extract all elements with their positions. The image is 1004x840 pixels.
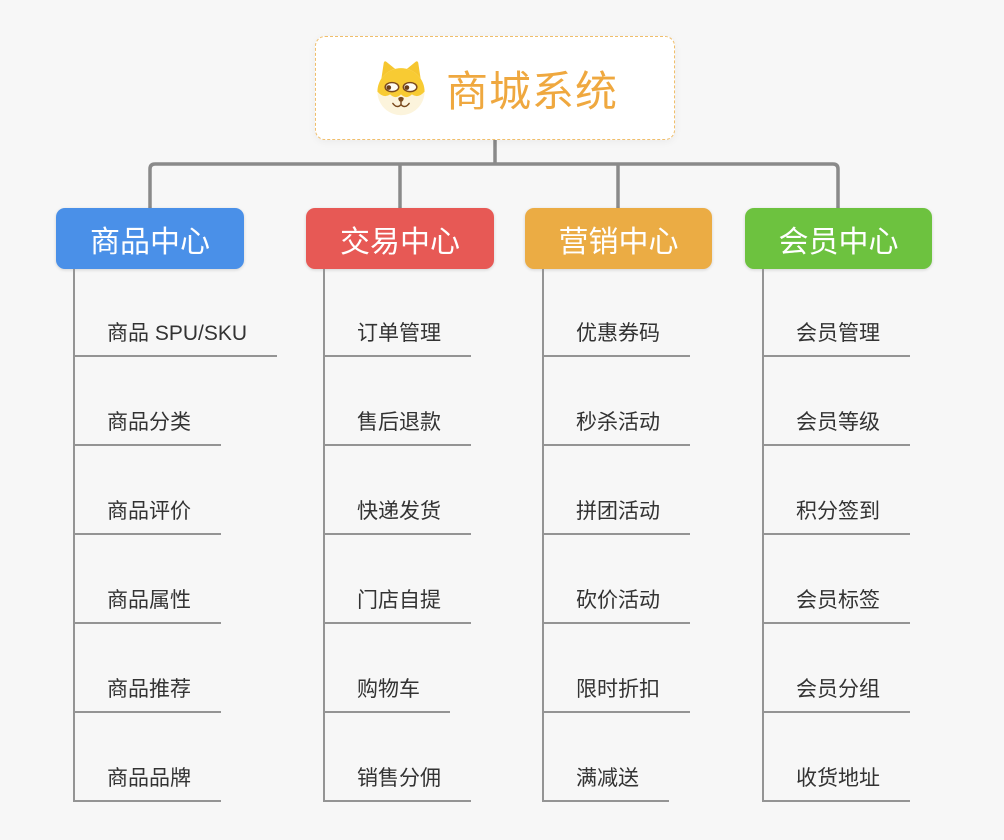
leaf-node[interactable]: 订单管理 <box>323 320 471 357</box>
leaf-node[interactable]: 商品属性 <box>73 587 221 624</box>
leaf-node[interactable]: 会员标签 <box>762 587 910 624</box>
leaf-node[interactable]: 销售分佣 <box>323 765 471 802</box>
branch-node-3[interactable]: 营销中心 <box>525 208 712 269</box>
leaf-node[interactable]: 会员管理 <box>762 320 910 357</box>
leaf-node[interactable]: 商品 SPU/SKU <box>73 320 278 357</box>
leaf-node[interactable]: 秒杀活动 <box>542 409 690 446</box>
leaf-node[interactable]: 拼团活动 <box>542 498 690 535</box>
trunk-line-3 <box>542 269 544 802</box>
leaf-node[interactable]: 积分签到 <box>762 498 910 535</box>
leaf-node[interactable]: 会员等级 <box>762 409 910 446</box>
leaf-node[interactable]: 商品品牌 <box>73 765 221 802</box>
leaf-node[interactable]: 会员分组 <box>762 676 910 713</box>
branch-node-1[interactable]: 商品中心 <box>56 208 244 269</box>
branch-node-2[interactable]: 交易中心 <box>306 208 494 269</box>
leaf-node[interactable]: 满减送 <box>542 765 669 802</box>
leaf-node[interactable]: 商品分类 <box>73 409 221 446</box>
leaf-node[interactable]: 限时折扣 <box>542 676 690 713</box>
leaf-node[interactable]: 商品推荐 <box>73 676 221 713</box>
dog-face-icon <box>372 59 430 117</box>
trunk-line-4 <box>762 269 764 802</box>
branch-node-4[interactable]: 会员中心 <box>745 208 932 269</box>
bus-line <box>148 162 840 208</box>
leaf-node[interactable]: 收货地址 <box>762 765 910 802</box>
leaf-node[interactable]: 快递发货 <box>323 498 471 535</box>
trunk-line-2 <box>323 269 325 802</box>
root-title: 商城系统 <box>445 67 618 115</box>
leaf-node[interactable]: 门店自提 <box>323 587 471 624</box>
root-node[interactable]: 商城系统 <box>315 36 675 140</box>
leaf-node[interactable]: 商品评价 <box>73 498 221 535</box>
trunk-line-1 <box>73 269 75 802</box>
leaf-node[interactable]: 售后退款 <box>323 409 471 446</box>
leaf-node[interactable]: 砍价活动 <box>542 587 690 624</box>
leaf-node[interactable]: 购物车 <box>323 676 450 713</box>
leaf-node[interactable]: 优惠券码 <box>542 320 690 357</box>
